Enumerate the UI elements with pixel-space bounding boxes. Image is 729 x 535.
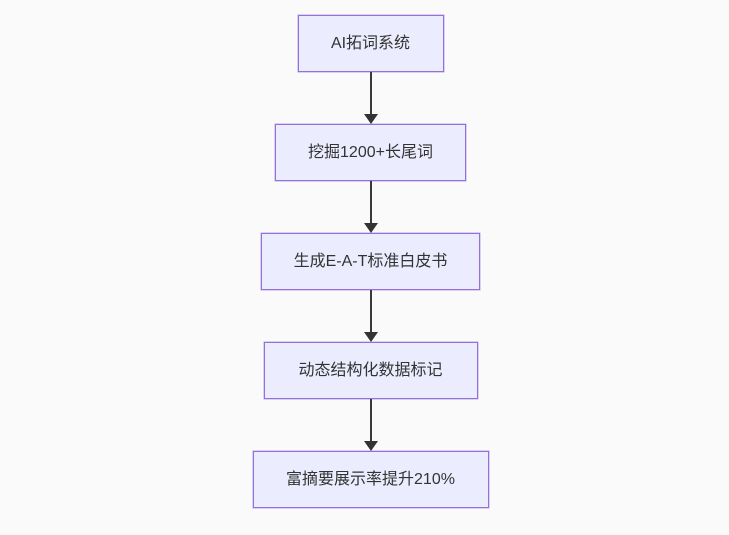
flow-node-label: 动态结构化数据标记 (298, 361, 443, 379)
flow-node-label: 生成E-A-T标准白皮书 (293, 252, 448, 270)
edge-line (369, 181, 372, 225)
flow-node-longtail-mining: 挖掘1200+长尾词 (275, 124, 466, 181)
edge-line (369, 290, 372, 334)
arrowhead-down-icon (363, 223, 378, 233)
flow-node-label: 挖掘1200+长尾词 (308, 143, 433, 161)
flowchart: AI拓词系统 挖掘1200+长尾词 生成E-A-T标准白皮书 动态结构化数据标记… (12, 15, 729, 508)
flow-node-structured-data-markup: 动态结构化数据标记 (263, 342, 478, 399)
flow-node-label: 富摘要展示率提升210% (286, 470, 455, 488)
flow-node-label: AI拓词系统 (330, 34, 411, 52)
flow-node-eat-whitepaper: 生成E-A-T标准白皮书 (261, 233, 480, 290)
edge-line (369, 72, 372, 116)
flow-edge-4 (363, 399, 378, 451)
arrowhead-down-icon (363, 114, 378, 124)
flow-node-rich-snippet-result: 富摘要展示率提升210% (252, 451, 489, 508)
arrowhead-down-icon (363, 332, 378, 342)
flow-node-ai-word-expansion: AI拓词系统 (297, 15, 444, 72)
flow-edge-1 (363, 72, 378, 124)
flow-edge-2 (363, 181, 378, 233)
flow-edge-3 (363, 290, 378, 342)
edge-line (369, 399, 372, 443)
arrowhead-down-icon (363, 441, 378, 451)
